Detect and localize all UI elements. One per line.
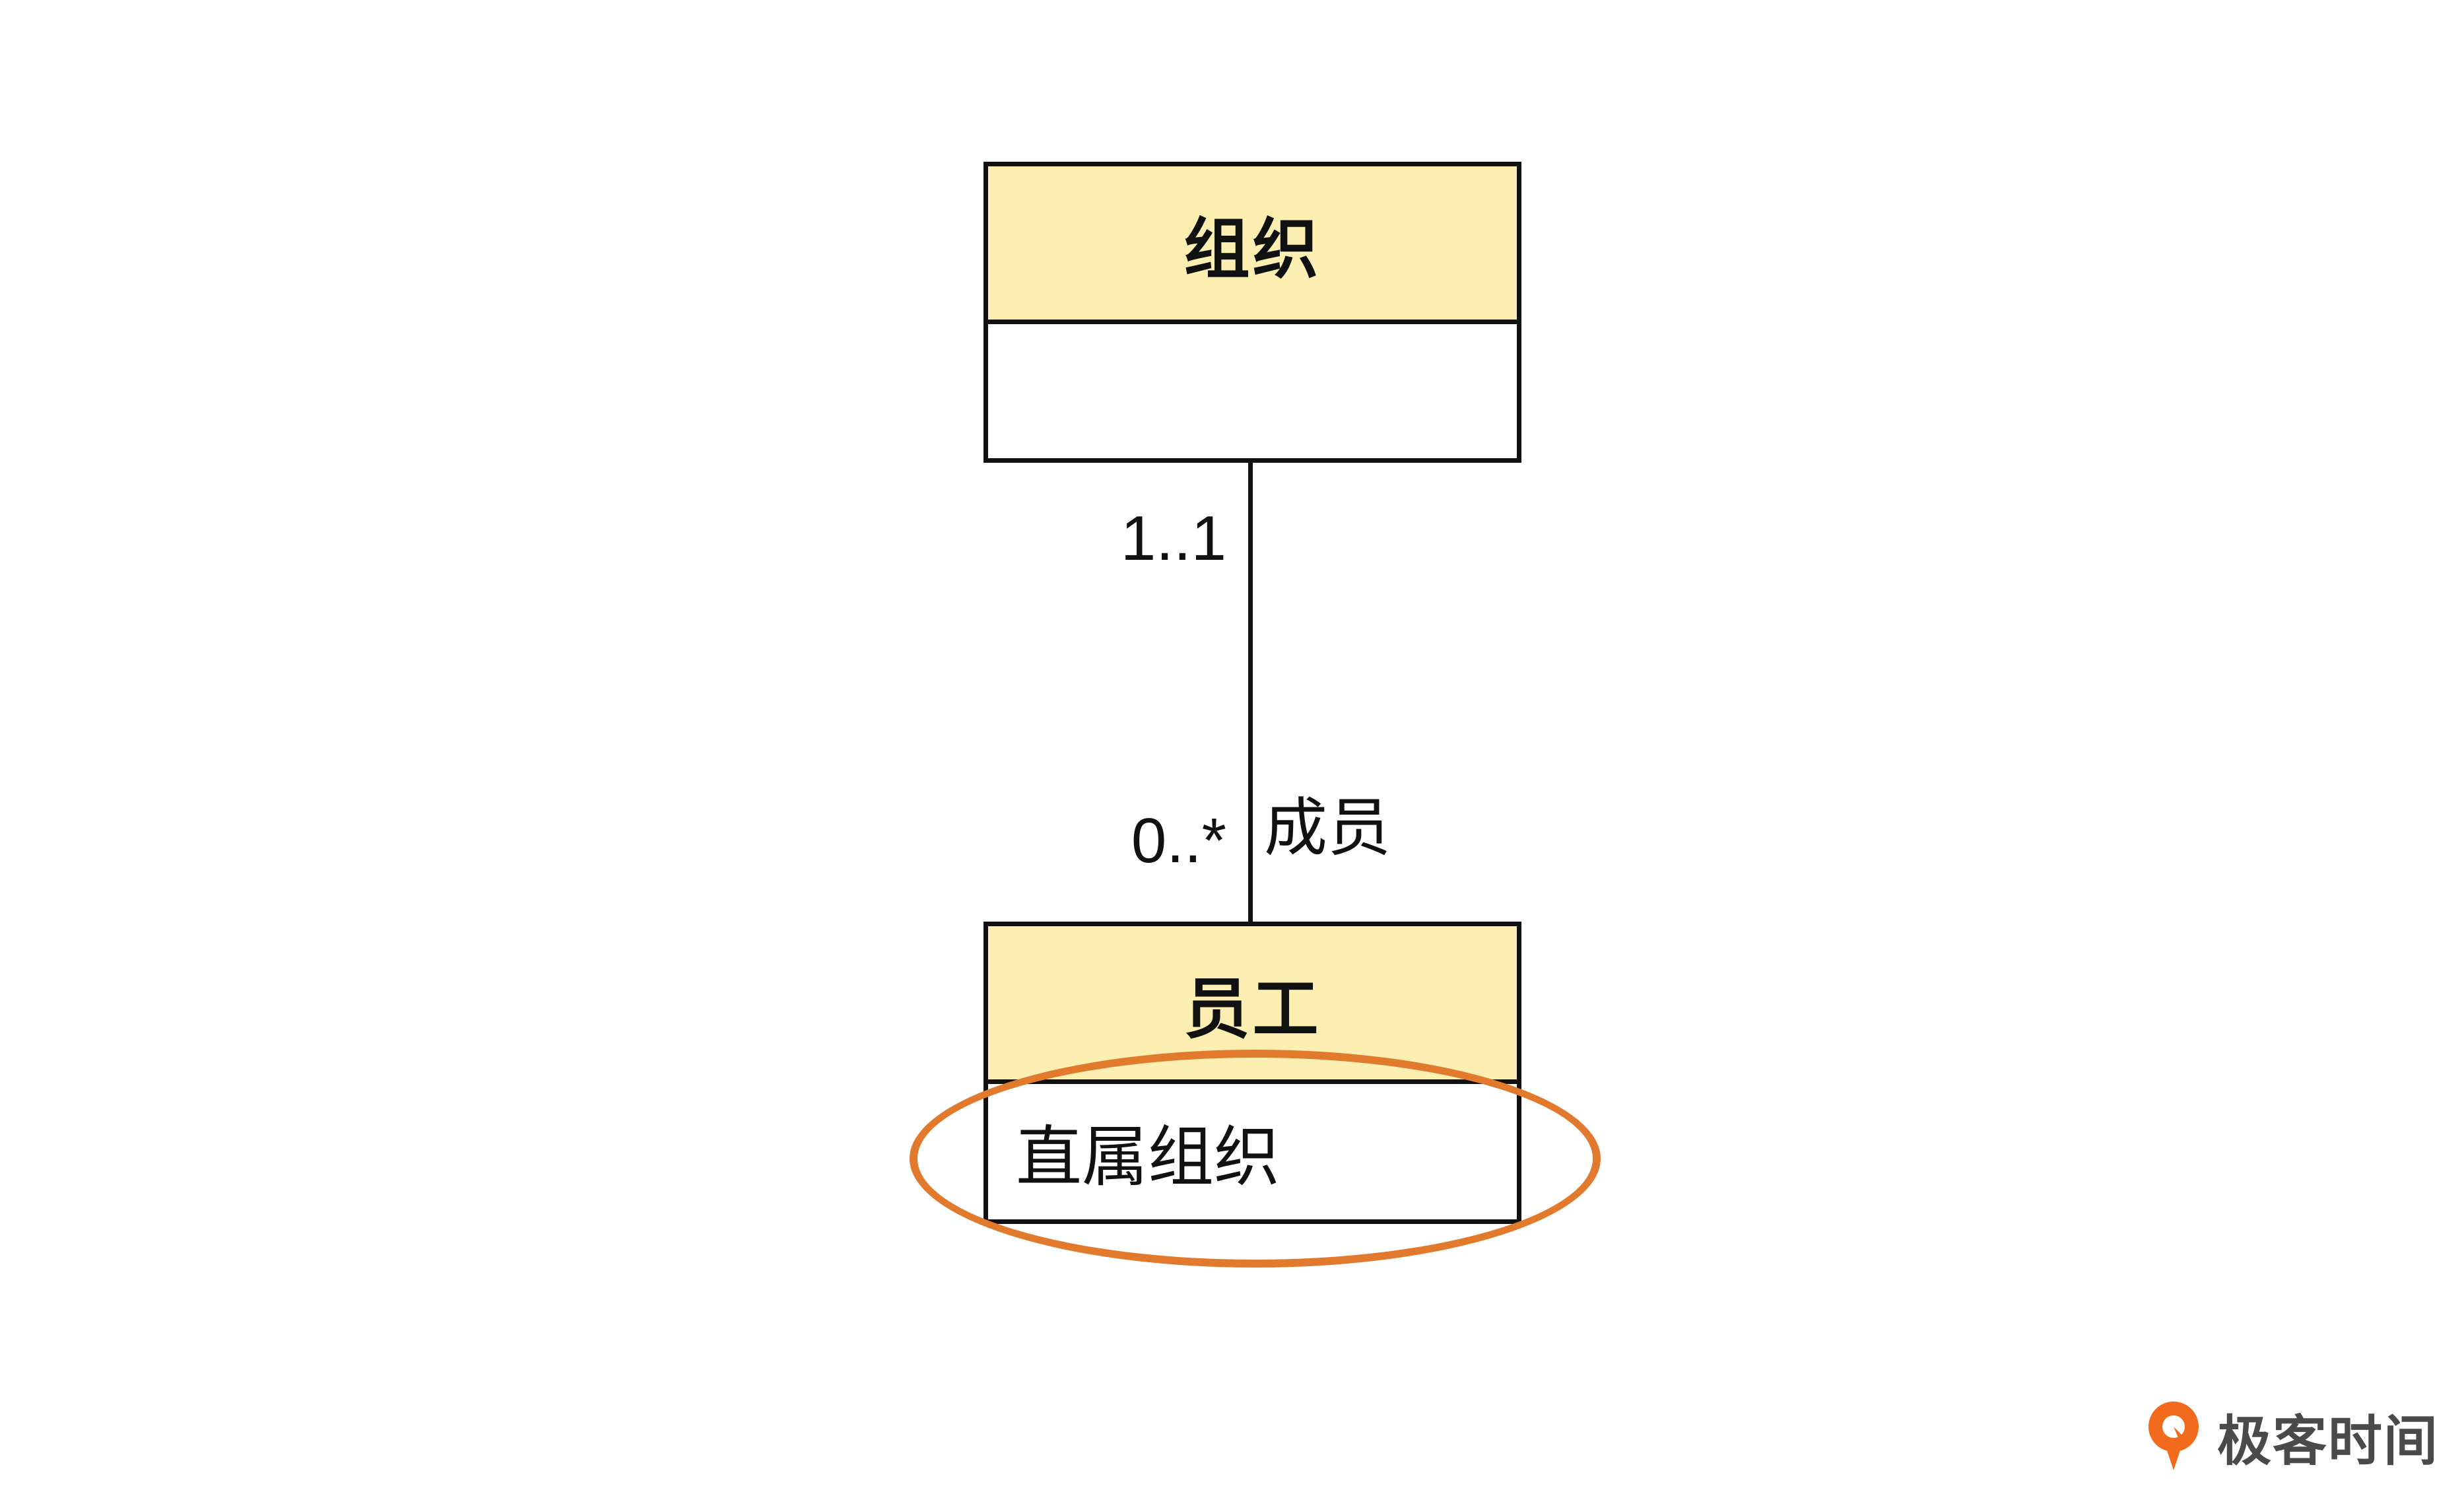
geektime-logo-icon [2142,1396,2205,1475]
brand-name: 极客时间 [2217,1409,2440,1473]
brand-watermark: 极客时间 [2142,1396,2439,1475]
multiplicity-bottom: 0..* [1131,805,1226,876]
association-role: 成员 [1264,791,1391,865]
class-organization: 组织 [983,162,1521,463]
multiplicity-top: 1..1 [1120,503,1226,574]
highlight-ellipse [910,1050,1601,1268]
class-attributes [988,324,1517,458]
association-line [1248,463,1253,922]
class-name: 组织 [988,166,1517,324]
